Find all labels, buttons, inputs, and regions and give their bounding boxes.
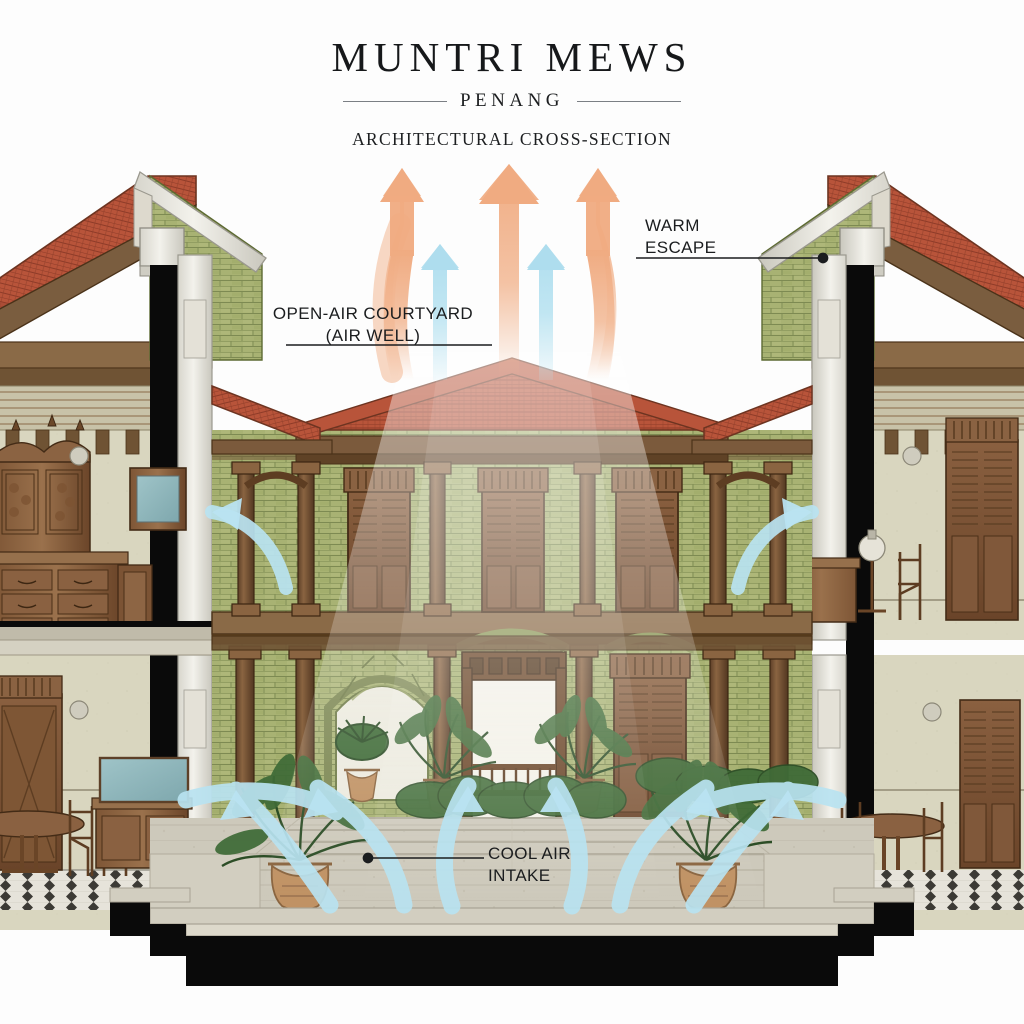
annotation-warm-line2: ESCAPE — [645, 237, 717, 257]
annotation-cool-line2: INTAKE — [488, 865, 551, 885]
warm-air-arrows — [372, 164, 620, 383]
annotation-cool-air-intake: COOL AIR INTAKE — [488, 843, 648, 887]
rule-left — [342, 100, 447, 102]
cool-air-upper-arrows — [205, 505, 819, 595]
leader-lines — [286, 252, 829, 864]
subtitle: ARCHITECTURAL CROSS-SECTION — [352, 129, 672, 150]
rule-right — [577, 100, 682, 102]
cool-air-arrowheads — [220, 786, 804, 820]
annotation-warm-line1: WARM — [645, 216, 700, 235]
annotation-open-air-courtyard: OPEN-AIR COURTYARD (AIR WELL) — [262, 303, 484, 347]
left-upper-verandah — [211, 439, 333, 617]
daylight-shaft — [260, 352, 760, 900]
annotation-warm-escape: WARM ESCAPE — [645, 215, 795, 259]
annotation-cool-line1: COOL AIR — [488, 844, 571, 863]
title-rule: PENANG — [0, 90, 1024, 112]
annotation-courtyard-line2: (AIR WELL) — [325, 325, 421, 345]
title-block: MUNTRI MEWS PENANG ARCHITECTURAL CROSS-S… — [0, 34, 1024, 150]
annotation-courtyard-line1: OPEN-AIR COURTYARD — [272, 304, 474, 323]
page-title: MUNTRI MEWS — [331, 34, 693, 80]
right-upper-verandah — [691, 439, 813, 617]
cool-air-vertical-arrows — [421, 244, 565, 380]
location-label: PENANG — [459, 90, 565, 112]
